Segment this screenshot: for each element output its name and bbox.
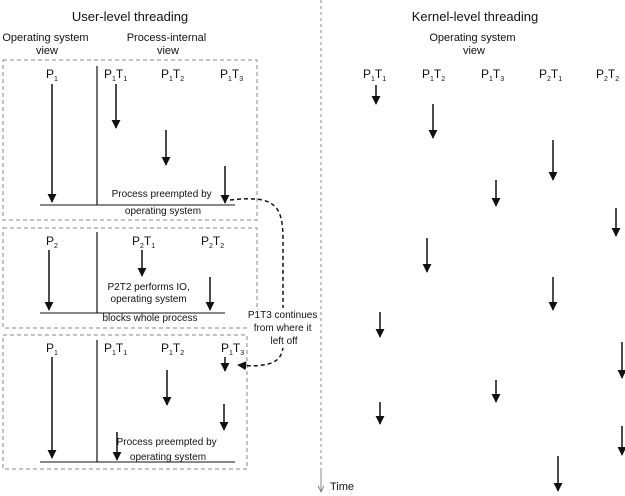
block-1-frame [2,59,258,221]
block-2: P2 P2T1 P2T2 P2T2 performs IO, operating… [2,227,258,329]
block-3-process-label: P1 [46,341,58,357]
kernel-thread-label: P1T3 [481,67,504,83]
block-3-frame [2,334,248,470]
block-3-thread-label: P1T1 [104,341,127,357]
kernel-thread-label: P1T1 [363,67,386,83]
continues-note: P1T3 continues from where it left off [248,310,320,347]
block-2-thread-label: P2T2 [201,234,224,250]
time-label: Time [330,481,354,493]
kernel-thread-label: P2T2 [596,67,619,83]
block-1-caption: Process preempted by operating system [112,189,215,217]
block-1-process-label: P1 [46,67,58,83]
kernel-os-view-header: Operating system view [429,32,518,57]
kernel-thread-label: P2T1 [539,67,562,83]
block-2-process-label: P2 [46,234,58,250]
kernel-thread-label: P1T2 [422,67,445,83]
block-1: P1 P1T1 P1T2 P1T3 Process preempted by o… [2,59,258,221]
block-1-thread-label: P1T2 [161,67,184,83]
kernel-level-title: Kernel-level threading [412,9,538,24]
continues-note-background [248,308,318,348]
block-1-thread-label: P1T1 [104,67,127,83]
block-2-caption: P2T2 performs IO, operating system block… [102,282,197,324]
resume-connector-arrow [229,198,284,371]
block-1-thread-label: P1T3 [220,67,243,83]
block-2-thread-label: P2T1 [132,234,155,250]
os-view-header: Operating system view [2,32,91,57]
block-3-thread-label: P1T2 [161,341,184,357]
block-2-frame [2,227,258,329]
user-level-title: User-level threading [72,9,188,24]
block-3-caption: Process preempted by operating system [117,437,220,463]
block-3: P1 P1T1 P1T2 P1T3 Process preempted by o… [2,334,248,470]
process-view-header: Process-internal view [127,32,210,57]
block-3-thread-label: P1T3 [221,341,244,357]
